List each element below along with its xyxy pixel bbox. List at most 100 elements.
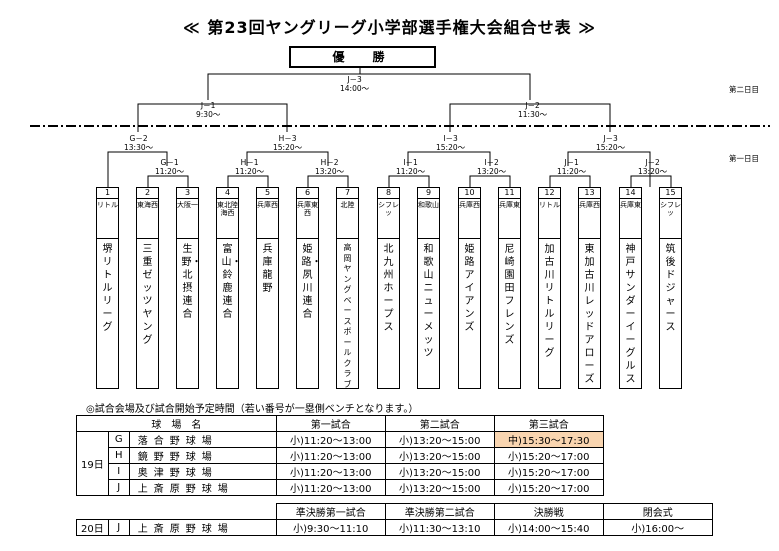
schedule-note: ◎試合会場及び試合開始予定時間（若い番号が一塁側ベンチとなります。） — [86, 404, 419, 415]
team-number: 15 — [660, 188, 681, 199]
team-category: リトル — [97, 199, 118, 239]
venue-name: 奥津野球場 — [128, 463, 277, 480]
venue-code: H — [107, 447, 130, 464]
match-j2-id: J－2 — [525, 101, 540, 110]
team-number: 10 — [459, 188, 480, 199]
header-game1: 第一試合 — [275, 415, 386, 432]
team-category: 兵庫西 — [459, 199, 480, 239]
match-g1-time: 11:20～ — [155, 167, 185, 176]
header-game2: 第二試合 — [384, 415, 495, 432]
schedule-table-day19: 球 場 名 第一試合 第二試合 第三試合 19日 G 落合野球場 小)11:20… — [76, 415, 604, 496]
team-name: 加古川リトルリーグ — [544, 244, 555, 359]
team-category: 東海西 — [137, 199, 158, 239]
team-name: 富山・鈴鹿連合 — [221, 244, 242, 320]
match-i3-time: 15:20～ — [436, 143, 466, 152]
table-row: H 鏡野野球場 小)11:20～13:00 小)13:20～15:00 小)15… — [77, 447, 604, 464]
team-number: 2 — [137, 188, 158, 199]
header-semi1: 準決勝第一試合 — [275, 503, 386, 520]
match-h2-time: 13:20～ — [315, 167, 345, 176]
match-j2-day1-time: 13:20～ — [638, 167, 668, 176]
team-number: 1 — [97, 188, 118, 199]
header-final: 決勝戦 — [493, 503, 604, 520]
team-name: 神戸サンダーイーグルス — [625, 244, 636, 385]
team-name: 北九州ホープス — [383, 244, 394, 333]
venue-name: 上斎原野球場 — [128, 519, 277, 536]
team-category: 兵庫西 — [257, 199, 278, 239]
team-name: 姫路・夙川連合 — [301, 244, 322, 320]
slot-1: 小)11:20～13:00 — [275, 431, 386, 448]
slot-3: 小)15:20～17:00 — [493, 447, 604, 464]
match-g2-time: 13:30～ — [124, 143, 154, 152]
team-category: 大阪一 — [177, 199, 198, 239]
match-i2-time: 13:20～ — [477, 167, 507, 176]
team-number: 12 — [539, 188, 560, 199]
venue-code: G — [107, 431, 130, 448]
slot-2: 小)13:20～15:00 — [384, 431, 495, 448]
team-category: 和歌山 — [418, 199, 439, 239]
team-name: 和歌山ニューメッツ — [423, 244, 434, 359]
team-name: 三重ゼッツヤング — [142, 244, 153, 346]
team-number: 8 — [378, 188, 399, 199]
match-i2-id: I－2 — [484, 158, 499, 167]
match-j2-day1-id: J－2 — [645, 158, 660, 167]
header-venue: 球 場 名 — [76, 415, 277, 432]
match-h2-id: H－2 — [320, 158, 339, 167]
match-j3-day1-id: J－3 — [603, 134, 618, 143]
team-name: 筑後ドジャース — [665, 244, 676, 333]
champion-box: 優 勝 — [289, 46, 436, 68]
team-number: 6 — [297, 188, 318, 199]
table-row: J 上斎原野球場 小)11:20～13:00 小)13:20～15:00 小)1… — [77, 479, 604, 496]
slot-1: 小)11:20～13:00 — [275, 447, 386, 464]
team-category: リトル — [539, 199, 560, 239]
match-j1-time: 9:30～ — [196, 110, 221, 119]
team-category: シフレッ — [660, 199, 681, 239]
table-row: I 奥津野球場 小)11:20～13:00 小)13:20～15:00 小)15… — [77, 463, 604, 480]
match-j1-day1-id: J－1 — [564, 158, 579, 167]
team-category: 兵庫東 — [499, 199, 520, 239]
schedule-table-day20: 準決勝第一試合 準決勝第二試合 決勝戦 閉会式 20日 J 上斎原野球場 小)9… — [76, 503, 713, 536]
team-category: シフレッ — [378, 199, 399, 239]
match-j2-time: 11:30～ — [518, 110, 548, 119]
venue-code: J — [107, 519, 130, 536]
slot-closing: 小)16:00～ — [602, 519, 713, 536]
team-number: 11 — [499, 188, 520, 199]
team-category: 兵庫東西 — [297, 199, 318, 239]
team-name: 生野・北摂連合 — [181, 244, 202, 320]
team-number: 4 — [217, 188, 238, 199]
slot-semi1: 小)9:30～11:10 — [275, 519, 386, 536]
team-number: 13 — [579, 188, 600, 199]
match-j3-time: 14:00～ — [340, 84, 370, 93]
slot-3: 小)15:20～17:00 — [493, 479, 604, 496]
day2-label: 第二日目 — [729, 85, 759, 94]
day-cell: 20日 — [76, 519, 109, 536]
team-name: 堺リトルリーグ — [102, 244, 113, 333]
slot-3-highlight: 中)15:30～17:30 — [493, 431, 604, 448]
team-number: 9 — [418, 188, 439, 199]
slot-2: 小)13:20～15:00 — [384, 447, 495, 464]
match-j1-day1-time: 11:20～ — [557, 167, 587, 176]
table-row: 20日 J 上斎原野球場 小)9:30～11:10 小)11:30～13:10 … — [76, 519, 713, 536]
day-cell: 19日 — [76, 431, 109, 496]
match-i1-id: I－1 — [403, 158, 418, 167]
team-name: 兵庫龍野 — [262, 244, 273, 294]
team-number: 7 — [337, 188, 358, 199]
team-number: 5 — [257, 188, 278, 199]
page-title: ≪ 第23回ヤングリーグ小学部選手権大会組合せ表 ≫ — [183, 18, 596, 37]
venue-code: I — [107, 463, 130, 480]
venue-name: 鏡野野球場 — [128, 447, 277, 464]
team-category: 東北陸海西 — [217, 199, 238, 239]
team-name: 尼崎園田フレンズ — [504, 244, 515, 346]
